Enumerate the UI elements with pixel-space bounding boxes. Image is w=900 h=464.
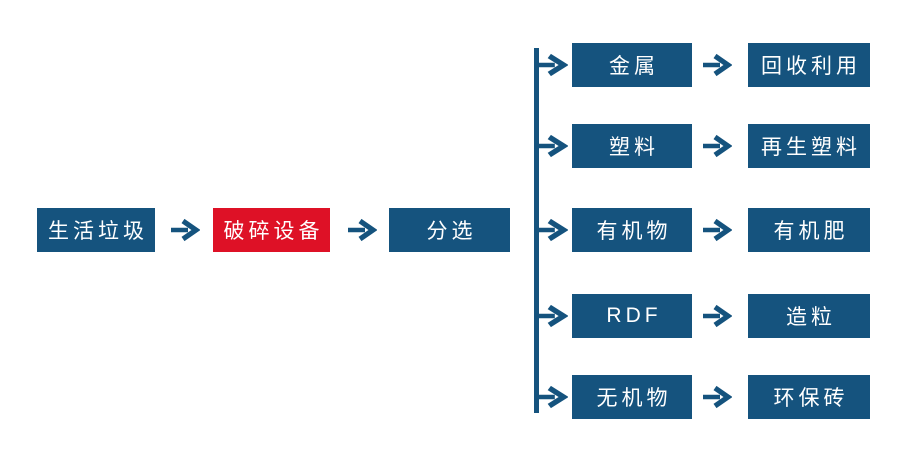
arrow-right-icon (702, 53, 732, 77)
arrow-right-icon (702, 218, 732, 242)
arrow-right-icon (535, 53, 568, 77)
branch-row-metal: 金属 回收利用 (536, 43, 870, 87)
arrow-right-icon (170, 218, 200, 242)
arrow-right-icon (535, 385, 568, 409)
node-recycled-plastic: 再生塑料 (748, 124, 870, 168)
arrow-right-icon (535, 134, 568, 158)
node-organic-matter: 有机物 (572, 208, 692, 252)
node-metal: 金属 (572, 43, 692, 87)
node-household-waste: 生活垃圾 (37, 208, 155, 252)
node-granulation: 造粒 (748, 294, 870, 338)
arrow-right-icon (702, 134, 732, 158)
node-inorganic-matter: 无机物 (572, 375, 692, 419)
node-organic-fertilizer: 有机肥 (748, 208, 870, 252)
branch-row-plastic: 塑料 再生塑料 (536, 124, 870, 168)
branch-row-rdf: RDF 造粒 (536, 294, 870, 338)
branch-row-organic: 有机物 有机肥 (536, 208, 870, 252)
node-crushing-equipment: 破碎设备 (213, 208, 330, 252)
main-chain-row: 生活垃圾 破碎设备 分选 (37, 208, 510, 252)
arrow-right-icon (535, 218, 568, 242)
arrow-right-icon (347, 218, 377, 242)
arrow-right-icon (535, 304, 568, 328)
node-plastic: 塑料 (572, 124, 692, 168)
node-sorting: 分选 (389, 208, 510, 252)
node-rdf: RDF (572, 294, 692, 338)
arrow-right-icon (702, 304, 732, 328)
branch-row-inorganic: 无机物 环保砖 (536, 375, 870, 419)
node-eco-brick: 环保砖 (748, 375, 870, 419)
arrow-right-icon (702, 385, 732, 409)
node-recycling: 回收利用 (748, 43, 870, 87)
